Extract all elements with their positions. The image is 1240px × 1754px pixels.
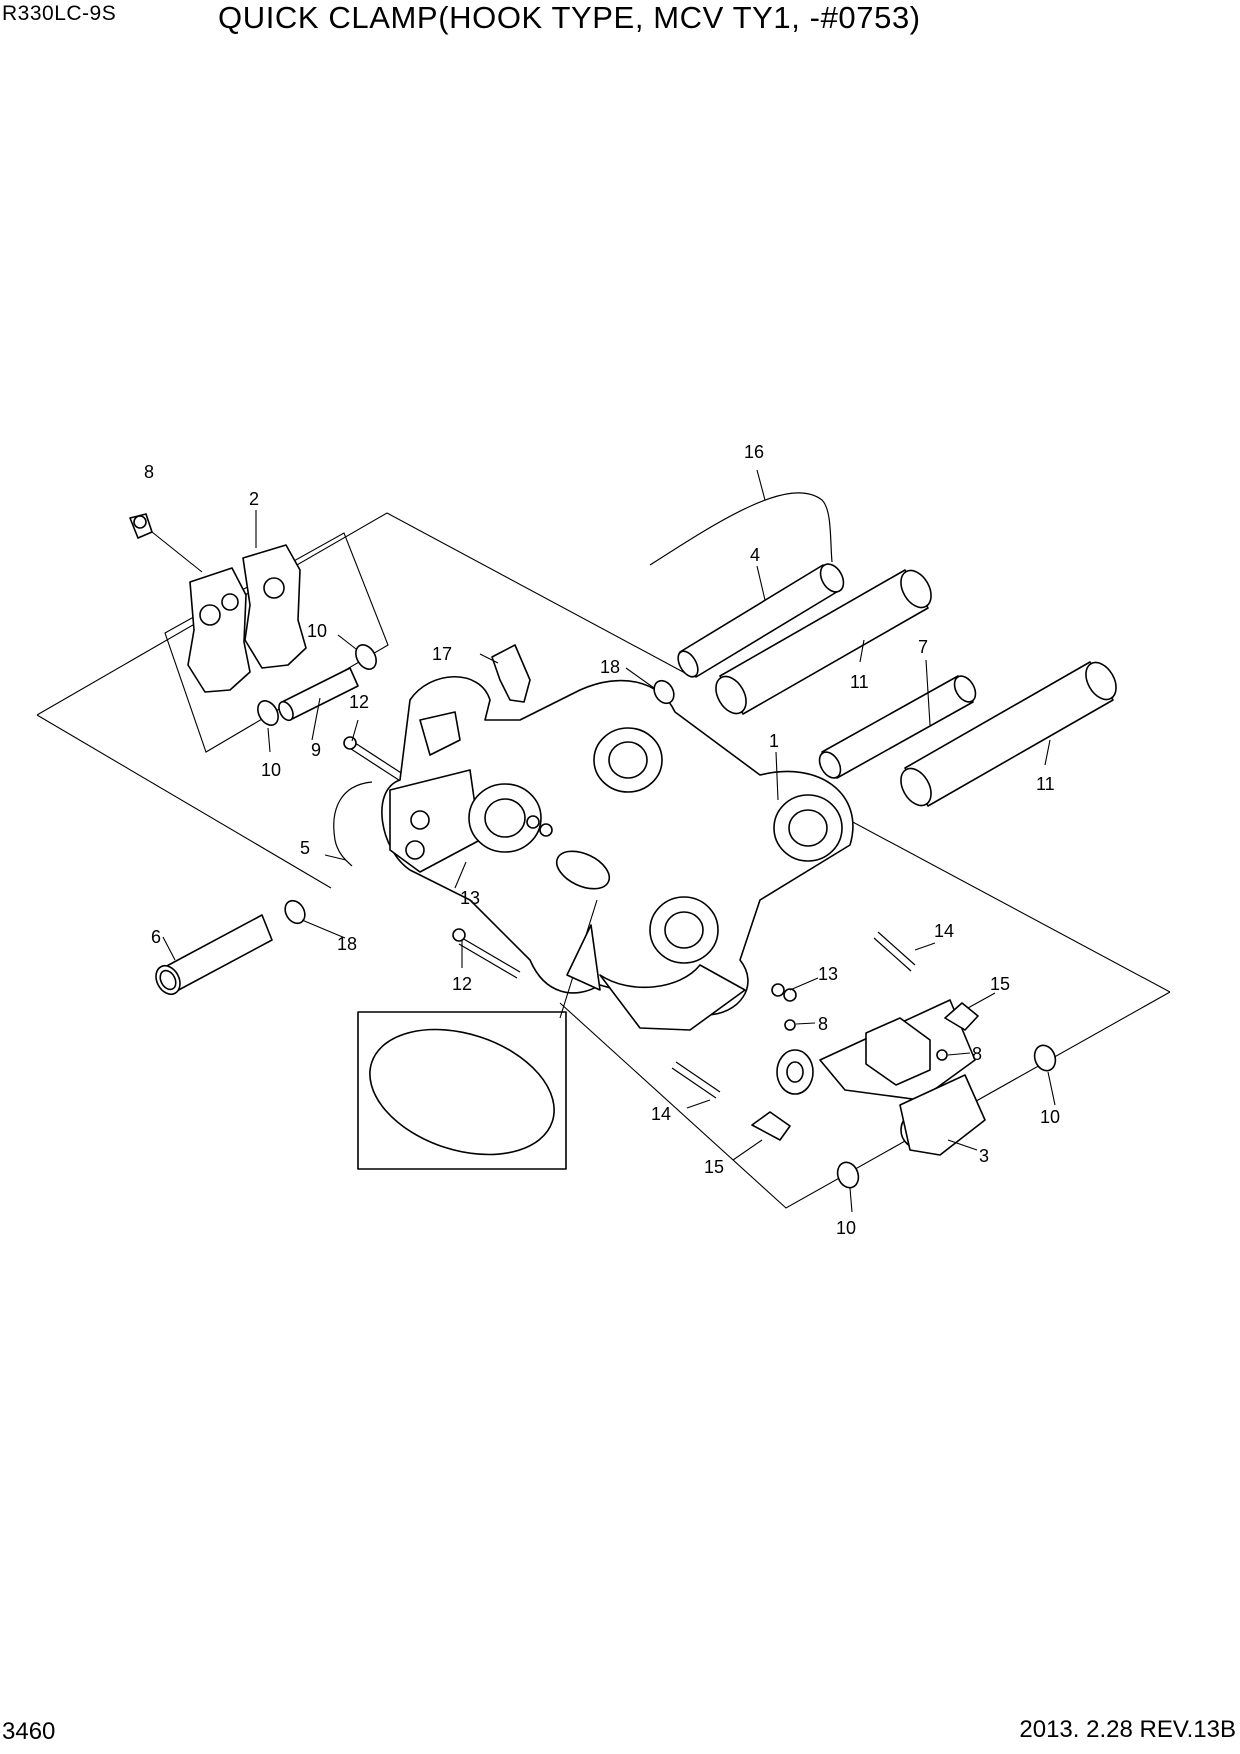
callout-10: 10 — [307, 621, 327, 641]
callout-13: 13 — [460, 888, 480, 908]
o-ring-part — [653, 679, 675, 705]
snap-ring-part — [257, 700, 279, 726]
callout-18: 18 — [337, 934, 357, 954]
callout-16: 16 — [744, 442, 764, 462]
callout-8: 8 — [144, 462, 154, 482]
callout-15: 15 — [990, 974, 1010, 994]
hose-part — [671, 931, 916, 1099]
callout-14: 14 — [934, 921, 954, 941]
callout-10: 10 — [261, 760, 281, 780]
page-title: QUICK CLAMP(HOOK TYPE, MCV TY1, -#0753) — [218, 0, 921, 35]
grease-nipple-part — [784, 1019, 796, 1031]
pin-part — [818, 675, 977, 779]
tube-part — [715, 569, 932, 715]
model-code: R330LC-9S — [2, 2, 117, 25]
callout-12: 12 — [349, 692, 369, 712]
clip-part — [491, 644, 531, 703]
leader-lines — [151, 469, 1056, 1213]
callout-2: 2 — [249, 489, 259, 509]
elbow-fitting-part — [751, 1002, 979, 1141]
grease-nipple-part — [936, 1049, 948, 1061]
revision-date: 2013. 2.28 REV.13B — [1019, 1716, 1236, 1743]
o-ring-part — [284, 899, 306, 925]
callout-17: 17 — [432, 644, 452, 664]
callout-13: 13 — [818, 964, 838, 984]
callout-5: 5 — [300, 838, 310, 858]
callout-10: 10 — [1040, 1107, 1060, 1127]
callout-15: 15 — [704, 1157, 724, 1177]
callout-4: 4 — [750, 545, 760, 565]
safety-wire-part — [333, 781, 373, 867]
quick-clamp-frame-part — [381, 676, 854, 1031]
callout-12: 12 — [452, 974, 472, 994]
callout-1: 1 — [769, 731, 779, 751]
callout-11: 11 — [1036, 774, 1055, 794]
hydraulic-cylinder-part — [776, 999, 986, 1156]
callout-11: 11 — [850, 672, 869, 692]
locking-pin-part — [677, 563, 845, 678]
callout-9: 9 — [311, 740, 321, 760]
callout-18: 18 — [600, 657, 620, 677]
tube-part — [900, 661, 1117, 807]
callout-8: 8 — [818, 1014, 828, 1034]
pin-part — [278, 667, 359, 722]
lanyard-wire-part — [649, 492, 833, 566]
nut-part — [526, 815, 797, 1002]
callout-10: 10 — [836, 1218, 856, 1238]
emblem-detail-inset — [357, 899, 601, 1170]
snap-ring-part — [1033, 1044, 1057, 1072]
hook-bracket-part — [187, 544, 307, 693]
callout-8: 8 — [972, 1044, 982, 1064]
pin-part — [155, 914, 273, 996]
callout-6: 6 — [151, 927, 161, 947]
callout-7: 7 — [918, 637, 928, 657]
callout-14: 14 — [651, 1104, 671, 1124]
snap-ring-part — [355, 644, 377, 670]
grease-nipple-part — [129, 513, 153, 539]
page-number: 3460 — [2, 1718, 56, 1745]
callouts: 8 2 10 12 9 10 5 13 6 18 12 17 18 16 4 1… — [144, 442, 1060, 1238]
bolt-part — [343, 736, 521, 979]
callout-3: 3 — [979, 1146, 989, 1166]
snap-ring-part — [836, 1161, 860, 1189]
